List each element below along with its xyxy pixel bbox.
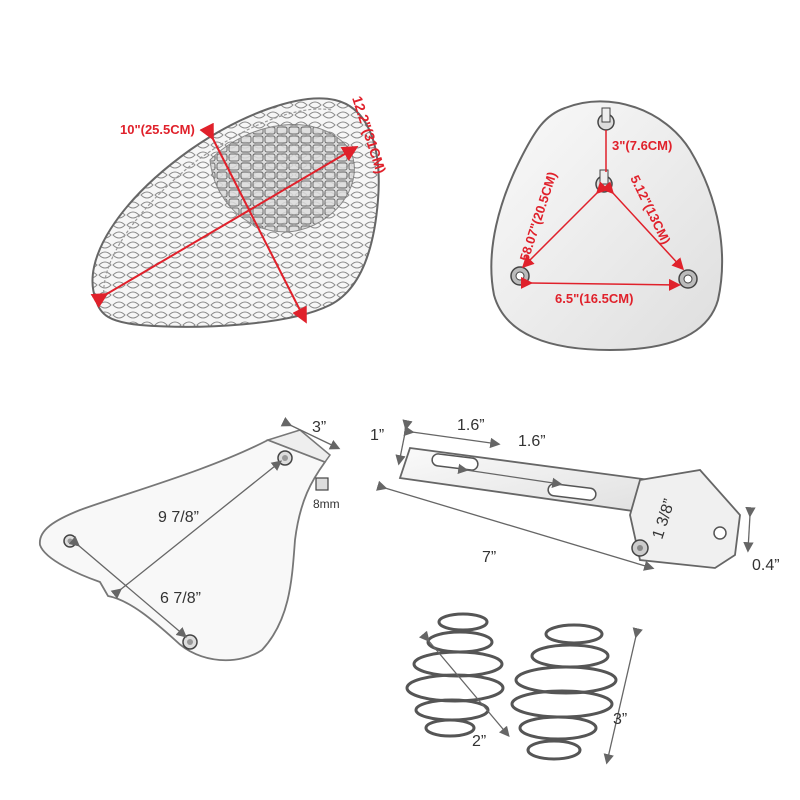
bracket-tab-label: 0.4”: [752, 557, 780, 574]
plate-bottom-label: 6.5"(16.5CM): [555, 291, 633, 306]
pan-width-label: 3”: [312, 419, 326, 436]
bracket-tab-dimension-line: [743, 506, 756, 553]
pan-bolt-left-icon: [63, 534, 77, 548]
seat-pan-illustration: 3” 8mm 9 7/8” 6 7/8”: [39, 416, 341, 662]
bracket-tab-hole: [713, 526, 727, 540]
plate-top-label: 3"(7.6CM): [612, 138, 672, 153]
plate-right-dimension-line: [601, 181, 685, 271]
spring-width-dimension-line: [418, 630, 510, 737]
pan-bolt-bottom-icon: [182, 634, 198, 650]
seat-length-dimension-line: [90, 145, 359, 308]
pan-bolt-top-icon: [277, 450, 293, 466]
spring-left-icon: [405, 612, 505, 738]
spring-height-label: 3”: [613, 711, 627, 728]
pan-short-dimension-line: [68, 535, 187, 638]
pan-short-label: 6 7/8”: [160, 590, 201, 607]
pan-bolt-8mm-icon: [315, 477, 329, 491]
bracket-length-dimension-line: [376, 480, 655, 571]
bracket-offset-dimension-line: [403, 425, 501, 449]
bolt-right-icon: [678, 269, 698, 289]
base-plate-illustration: 3"(7.6CM) 58.07"(20.5CM) 5.12"(13CM) 6.5…: [490, 100, 724, 352]
bracket-length-label: 7”: [482, 549, 496, 566]
bolt-left-icon: [510, 266, 530, 286]
seat-pan-outline: [39, 439, 327, 662]
bracket-offset-label: 1.6”: [457, 417, 485, 434]
pan-width-dimension-line: [280, 416, 341, 450]
seat-illustration: 10"(25.5CM) 12.2"(31CM): [90, 94, 389, 328]
pan-long-label: 9 7/8”: [158, 509, 199, 526]
pan-bolt-label: 8mm: [313, 497, 340, 511]
plate-left-dimension-line: [521, 181, 609, 269]
seat-width-label: 10"(25.5CM): [120, 122, 195, 137]
bracket-height-dimension-line: [395, 419, 413, 466]
spring-width-label: 2”: [472, 733, 486, 750]
springs-illustration: 2” 3”: [405, 612, 643, 765]
spring-height-dimension-line: [603, 627, 643, 765]
plate-bottom-dimension-line: [520, 276, 681, 291]
bracket-bolt-icon: [631, 539, 649, 557]
bracket-illustration: 1” 1.6” 1.6” 7” 1 3/8” 0.4”: [370, 417, 780, 574]
bracket-height-label: 1”: [370, 427, 384, 444]
spring-right-icon: [510, 623, 618, 761]
bracket-slot-label: 1.6”: [518, 433, 546, 450]
